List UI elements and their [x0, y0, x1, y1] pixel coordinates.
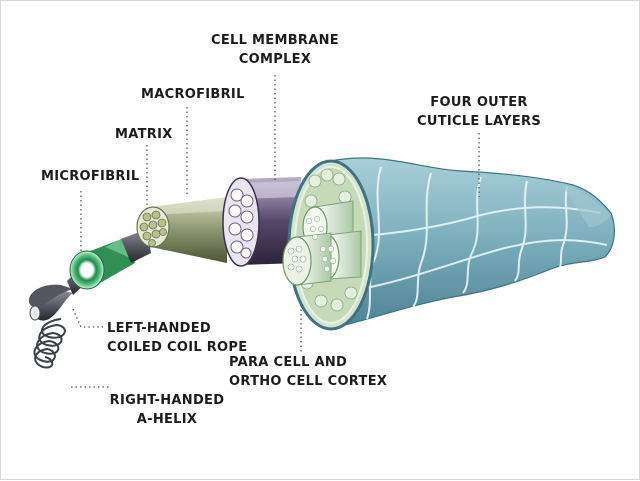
label-para-ortho-line1: PARA CELL AND — [229, 355, 348, 370]
cortex-cell-cylinders — [282, 200, 362, 286]
label-four-outer-line2: CUTICLE LAYERS — [417, 114, 541, 129]
label-cell-membrane-line1: CELL MEMBRANE — [211, 33, 339, 48]
cuticle-body — [330, 157, 615, 328]
leader-lines — [71, 75, 480, 388]
label-right-handed-alpha-helix: RIGHT-HANDED A-HELIX — [105, 391, 229, 429]
label-right-handed-line1: RIGHT-HANDED — [109, 393, 225, 408]
label-cell-membrane-line2: COMPLEX — [238, 52, 312, 67]
label-para-ortho-cortex: PARA CELL AND ORTHO CELL CORTEX — [229, 353, 387, 391]
label-left-handed-line2: COILED COIL ROPE — [107, 340, 248, 355]
label-right-handed-line2: A-HELIX — [136, 412, 198, 427]
label-four-outer-cuticle-layers: FOUR OUTER CUTICLE LAYERS — [411, 93, 547, 131]
label-matrix: MATRIX — [115, 127, 173, 142]
macrofibril-segment — [136, 197, 227, 263]
cell-membrane-complex-segment — [222, 177, 301, 267]
label-cell-membrane-complex: CELL MEMBRANE COMPLEX — [207, 31, 343, 69]
label-para-ortho-line2: ORTHO CELL CORTEX — [229, 374, 388, 389]
label-microfibril: MICROFIBRIL — [41, 169, 140, 184]
label-macrofibril: MACROFIBRIL — [141, 87, 245, 102]
microfibril-segment — [69, 229, 151, 290]
label-four-outer-line1: FOUR OUTER — [430, 95, 528, 110]
label-left-handed-coiled-coil-rope: LEFT-HANDED COILED COIL ROPE — [107, 319, 247, 357]
label-left-handed-line1: LEFT-HANDED — [107, 321, 211, 336]
alpha-helix-spring — [33, 318, 66, 369]
